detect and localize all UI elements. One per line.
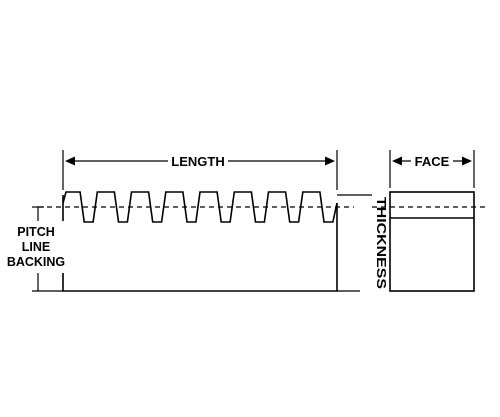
thickness-label: THICKNESS — [374, 197, 389, 289]
pitch-line-backing-dimension: PITCH LINE BACKING — [6, 206, 66, 292]
end-view-outline — [389, 191, 475, 292]
face-label: FACE — [415, 154, 450, 169]
backing-label-mask — [6, 221, 66, 273]
face-dimension: FACE — [389, 150, 475, 188]
backing-label-line3: BACKING — [7, 255, 65, 269]
rack-end-view — [372, 191, 486, 292]
backing-label-line2: LINE — [22, 240, 50, 254]
thickness-label-mask — [360, 196, 384, 292]
face-arrow-right-icon — [462, 156, 472, 166]
length-label: LENGTH — [171, 154, 224, 169]
rack-tooth-profile — [62, 191, 338, 223]
length-dimension: LENGTH — [62, 150, 338, 190]
rack-body-outline — [62, 195, 338, 292]
rack-side-view — [38, 191, 354, 292]
length-arrow-right-icon — [325, 156, 335, 166]
backing-label-line1: PITCH — [17, 225, 55, 239]
length-arrow-left-icon — [65, 156, 75, 166]
face-arrow-left-icon — [392, 156, 402, 166]
thickness-dimension: THICKNESS — [337, 194, 389, 292]
